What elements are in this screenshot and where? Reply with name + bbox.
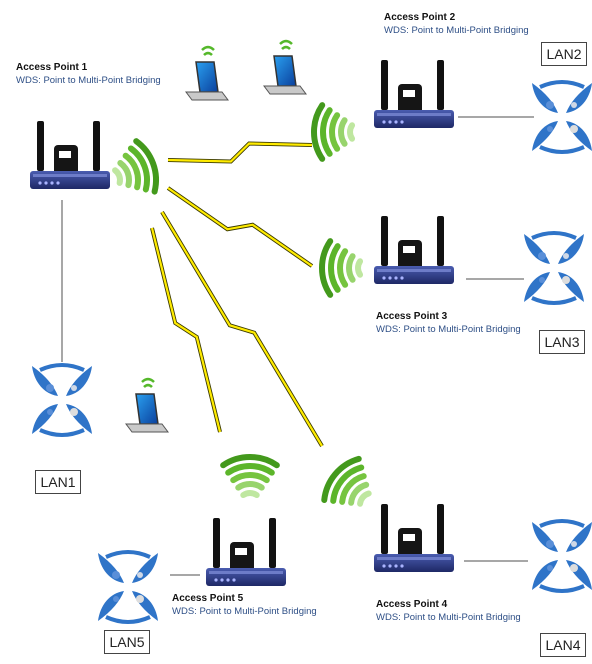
- router-icon: [374, 60, 454, 128]
- wifi-signal-icon: [338, 117, 348, 147]
- access-point-5-label: Access Point 5 WDS: Point to Multi-Point…: [172, 593, 317, 617]
- laptop-icon: [262, 39, 308, 96]
- access-point-2-mode: WDS: Point to Multi-Point Bridging: [384, 24, 529, 36]
- access-point-1-mode: WDS: Point to Multi-Point Bridging: [16, 74, 161, 86]
- lightning-link-icon: [161, 211, 323, 447]
- access-point-1-label: Access Point 1 WDS: Point to Multi-Point…: [16, 62, 161, 86]
- router-icon: [374, 216, 454, 284]
- wifi-signal-icon: [319, 238, 334, 298]
- lightning-link-icon: [167, 187, 313, 267]
- wifi-signal-icon: [122, 152, 141, 191]
- access-point-3-name: Access Point 3: [376, 311, 448, 322]
- wifi-signal-icon: [355, 258, 364, 278]
- access-point-3-label: Access Point 3 WDS: Point to Multi-Point…: [376, 311, 521, 335]
- wifi-signal-icon: [230, 472, 270, 484]
- lan1-box: LAN1: [35, 470, 81, 494]
- access-point-2-name: Access Point 2: [384, 12, 456, 23]
- wifi-signal-icon: [337, 248, 349, 288]
- wifi-signal-icon: [339, 473, 367, 505]
- lan-switch-icon: [522, 231, 586, 305]
- lan5-box: LAN5: [104, 630, 150, 654]
- wifi-signal-icon: [133, 138, 159, 195]
- wifi-signal-icon: [357, 490, 372, 507]
- access-point-4-mode: WDS: Point to Multi-Point Bridging: [376, 611, 521, 623]
- lan2-box: LAN2: [541, 42, 587, 66]
- router-icon: [374, 504, 454, 572]
- access-point-3-mode: WDS: Point to Multi-Point Bridging: [376, 323, 521, 335]
- lan-switch-icon: [530, 80, 592, 154]
- wifi-signal-icon: [329, 112, 341, 152]
- wifi-signal-icon: [240, 490, 260, 499]
- access-point-1-name: Access Point 1: [16, 62, 88, 73]
- access-point-4-label: Access Point 4 WDS: Point to Multi-Point…: [376, 599, 521, 623]
- lightning-link-icon: [150, 227, 222, 433]
- wifi-signal-icon: [348, 481, 370, 506]
- wifi-signal-icon: [127, 145, 150, 193]
- wifi-signal-icon: [330, 464, 365, 504]
- wifi-signal-icon: [235, 481, 265, 491]
- wifi-signal-icon: [346, 253, 356, 283]
- router-icon: [206, 518, 286, 586]
- laptop-icon: [124, 377, 170, 434]
- wifi-signal-icon: [311, 102, 326, 162]
- access-point-4-name: Access Point 4: [376, 599, 448, 610]
- lan-switch-icon: [530, 519, 592, 593]
- lan4-box: LAN4: [540, 633, 586, 657]
- wifi-signal-icon: [347, 122, 356, 142]
- wifi-signal-icon: [225, 463, 275, 476]
- access-point-2-label: Access Point 2 WDS: Point to Multi-Point…: [384, 12, 529, 36]
- access-point-5-mode: WDS: Point to Multi-Point Bridging: [172, 605, 317, 617]
- lan3-box: LAN3: [539, 330, 585, 354]
- router-icon: [30, 121, 110, 189]
- wifi-signal-icon: [117, 160, 132, 189]
- wifi-signal-icon: [321, 455, 362, 503]
- laptop-icon: [184, 45, 230, 102]
- wifi-signal-icon: [320, 107, 333, 157]
- lan-switch-icon: [30, 363, 94, 437]
- wifi-signal-icon: [328, 243, 341, 293]
- lightning-link-icon: [167, 142, 313, 163]
- wifi-signal-icon: [220, 454, 280, 469]
- lan-switch-icon: [96, 550, 160, 624]
- wifi-signal-icon: [112, 167, 123, 186]
- access-point-5-name: Access Point 5: [172, 593, 244, 604]
